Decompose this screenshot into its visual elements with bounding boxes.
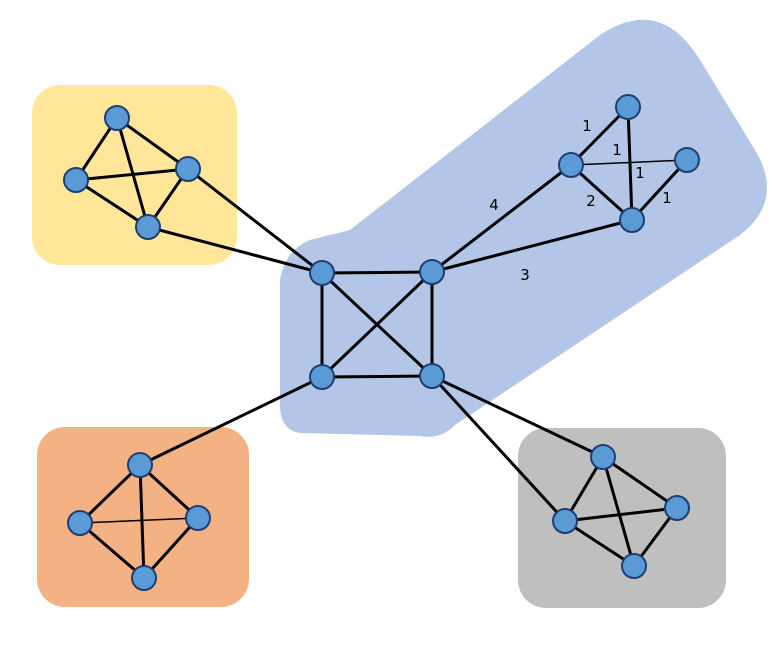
edge-E1-E4 [601,455,636,568]
edge-C2-B4 [430,218,634,274]
edge-A1-A4 [115,116,150,229]
node-E3 [664,495,690,521]
edge-weight-label-B3-B4: 1 [662,189,672,207]
edge-A1-A3 [115,116,190,171]
edge-D2-D3 [79,517,199,524]
node-D1 [127,452,153,478]
edge-E2-E4 [563,519,636,568]
node-D3 [185,505,211,531]
edge-D1-D3 [138,463,200,520]
edge-A4-C1 [146,225,324,275]
edge-D3-D4 [142,516,200,580]
edge-weight-label-C2-B4: 3 [520,266,530,284]
edge-weight-label-B1-B4: 1 [635,164,645,182]
edge-A2-A4 [74,178,150,229]
edge-C3-E2 [430,374,567,523]
node-E4 [621,553,647,579]
edge-E2-E3 [563,506,679,523]
edge-B1-B2 [569,105,630,167]
edge-B2-B4 [569,163,634,222]
node-A2 [63,167,89,193]
node-A1 [104,105,130,131]
node-B2 [558,152,584,178]
edge-weight-label-C2-B2: 4 [489,196,499,214]
node-B1 [615,94,641,120]
edge-D2-D4 [78,521,146,580]
edge-C2-C4 [320,270,434,379]
node-A4 [135,214,161,240]
edge-A3-C1 [186,167,324,275]
edge-weight-label-B2-B3: 1 [612,141,622,159]
node-C1 [309,260,335,286]
edge-D1-D4 [138,463,146,580]
node-B3 [674,147,700,173]
cluster-bottom-right [518,428,726,608]
node-D4 [131,565,157,591]
edge-C2-B2 [430,163,573,274]
node-B4 [619,207,645,233]
node-C2 [419,259,445,285]
node-E2 [552,508,578,534]
edge-weight-label-B2-B4: 2 [586,192,596,210]
cluster-center [280,19,767,437]
node-D2 [67,510,93,536]
edge-C4-D1 [138,375,324,467]
nodes-layer [63,94,700,591]
edge-C3-C4 [320,374,434,379]
node-E1 [590,444,616,470]
edge-C1-C2 [320,270,434,275]
node-C4 [309,364,335,390]
node-A3 [175,156,201,182]
edge-weight-label-B1-B2: 1 [582,117,592,135]
edge-E1-E3 [601,455,679,510]
edge-A2-A3 [74,167,190,182]
node-C3 [419,363,445,389]
edge-B1-B4 [626,105,634,222]
edge-B3-B4 [630,158,689,222]
edge-C3-E1 [430,374,605,459]
edge-D1-D2 [78,463,142,525]
